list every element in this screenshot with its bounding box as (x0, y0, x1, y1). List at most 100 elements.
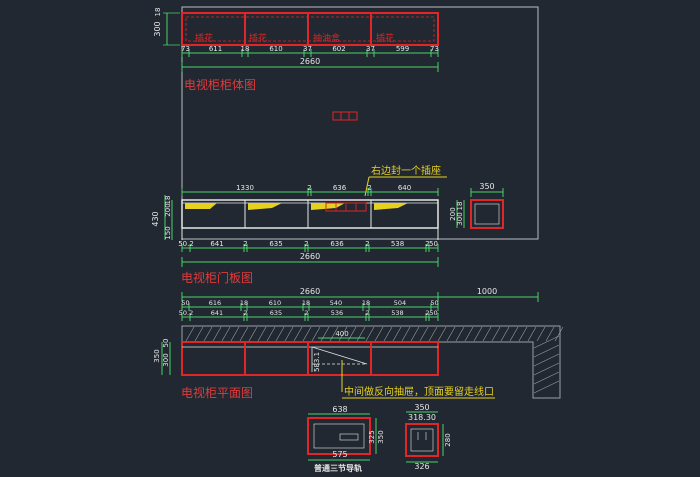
drawer-front-inner (313, 423, 365, 449)
hatch-line (257, 326, 267, 342)
side-box-height-18: 18 (456, 202, 464, 211)
hatch-line (482, 326, 492, 342)
dim-label: 2 (425, 309, 429, 317)
door-handle-2 (248, 203, 282, 210)
dim-label: 37 (366, 45, 375, 53)
hatch-line (533, 353, 560, 367)
drawer-side-outline (405, 423, 439, 457)
side-box-inner (474, 203, 500, 225)
compartment-label-2: 插花 (249, 32, 267, 44)
dim-label: 616 (209, 299, 221, 307)
plan-height-300: 300 (162, 353, 170, 366)
cabinet-body-inner-dashed (185, 16, 435, 42)
hatch-line (533, 380, 560, 394)
hatch-line (356, 326, 366, 342)
body-dim-ticks (181, 49, 439, 57)
drawer-side-bottom-dim: 326 (414, 462, 429, 471)
side-box-outline (470, 199, 504, 229)
drawer-side-inner (410, 428, 434, 452)
dim-label: 50 (430, 299, 438, 307)
hatch-line (533, 335, 560, 349)
hatch-line (230, 326, 240, 342)
marker-box (332, 111, 358, 121)
hatch-line (455, 326, 465, 342)
drawer-side-top-350: 350 (414, 403, 429, 412)
drawer-front-right-325: 325 (368, 430, 376, 443)
annotation-drawer: 中间做反向抽屉，顶面要留走线口 (344, 385, 494, 398)
dim-label: 611 (209, 45, 222, 53)
dim-label: 610 (269, 299, 281, 307)
hatch-line (473, 326, 483, 342)
dim-label: 18 (240, 299, 248, 307)
drawing-frame (181, 6, 539, 240)
hatch-line (533, 371, 560, 385)
drawer-side-top-318: 318.30 (408, 413, 436, 422)
dim-label: 1330 (236, 184, 254, 192)
door-top-ticks (181, 188, 439, 196)
dim-label: 2 (243, 240, 247, 248)
body-height-18: 18 (154, 8, 162, 17)
drawer-front-right-350: 350 (377, 430, 385, 443)
drawer-side-right-280: 280 (444, 433, 452, 446)
center-marker (332, 111, 358, 121)
dim-label: 636 (333, 184, 347, 192)
plan-side-text: 583.1 (313, 352, 321, 372)
dim-label: 18 (362, 299, 370, 307)
door-panel-outline (181, 199, 439, 229)
hatch-line (338, 326, 348, 342)
hatch-line (464, 326, 474, 342)
dim-label: 18 (241, 45, 250, 53)
dim-label: 540 (330, 299, 342, 307)
dim-label: 640 (398, 184, 411, 192)
hatch-line (518, 326, 528, 342)
side-box-width: 350 (479, 182, 494, 191)
dim-label: 50 (429, 309, 437, 317)
door-bottom-ticks (181, 244, 439, 252)
hatch-line (365, 326, 375, 342)
plan-height-350: 350 (153, 349, 161, 362)
compartment-label-4: 插花 (376, 32, 394, 44)
hatch-line (194, 326, 204, 342)
hatch-line (347, 326, 357, 342)
dim-label: 37 (303, 45, 312, 53)
side-box-height-200: 200 (449, 207, 457, 220)
hatch-line (533, 344, 560, 358)
hatch-line (410, 326, 420, 342)
dim-label: 50.2 (179, 309, 193, 317)
body-total-dim: 2660 (300, 57, 320, 66)
title-cabinet-body: 电视柜柜体图 (184, 77, 256, 92)
plan-height-50: 50 (162, 339, 170, 348)
door-total-dim: 2660 (300, 252, 320, 261)
hatch-line (320, 326, 330, 342)
cabinet-body-outline (181, 12, 439, 46)
hatch-line (545, 326, 555, 342)
drawer-front-bottom-dim: 575 (332, 450, 347, 459)
dim-label: 536 (331, 309, 343, 317)
plan-cabinet-outline (181, 341, 439, 376)
drawer-front-top-dim: 638 (332, 405, 347, 414)
annotation-outlet: 右边封一个插座 (371, 164, 441, 177)
door-height-430: 430 (151, 211, 160, 226)
compartment-label-1: 插花 (195, 32, 213, 44)
door-handle-3 (311, 203, 345, 210)
hatch-line (239, 326, 249, 342)
hatch-line (311, 326, 321, 342)
hatch-line (212, 326, 222, 342)
dim-label: 2 (367, 184, 371, 192)
hatch-line (536, 326, 546, 342)
hatch-line (203, 326, 213, 342)
title-plan: 电视柜平面图 (181, 385, 253, 400)
dim-label: 636 (330, 240, 344, 248)
dim-label: 50.2 (178, 240, 194, 248)
hatch-line (275, 326, 285, 342)
door-height-150: 150 (164, 226, 172, 239)
drawer-front-slot (339, 433, 359, 441)
compartment-label-3: 抽油盒 (313, 32, 340, 44)
hatch-line (392, 326, 402, 342)
